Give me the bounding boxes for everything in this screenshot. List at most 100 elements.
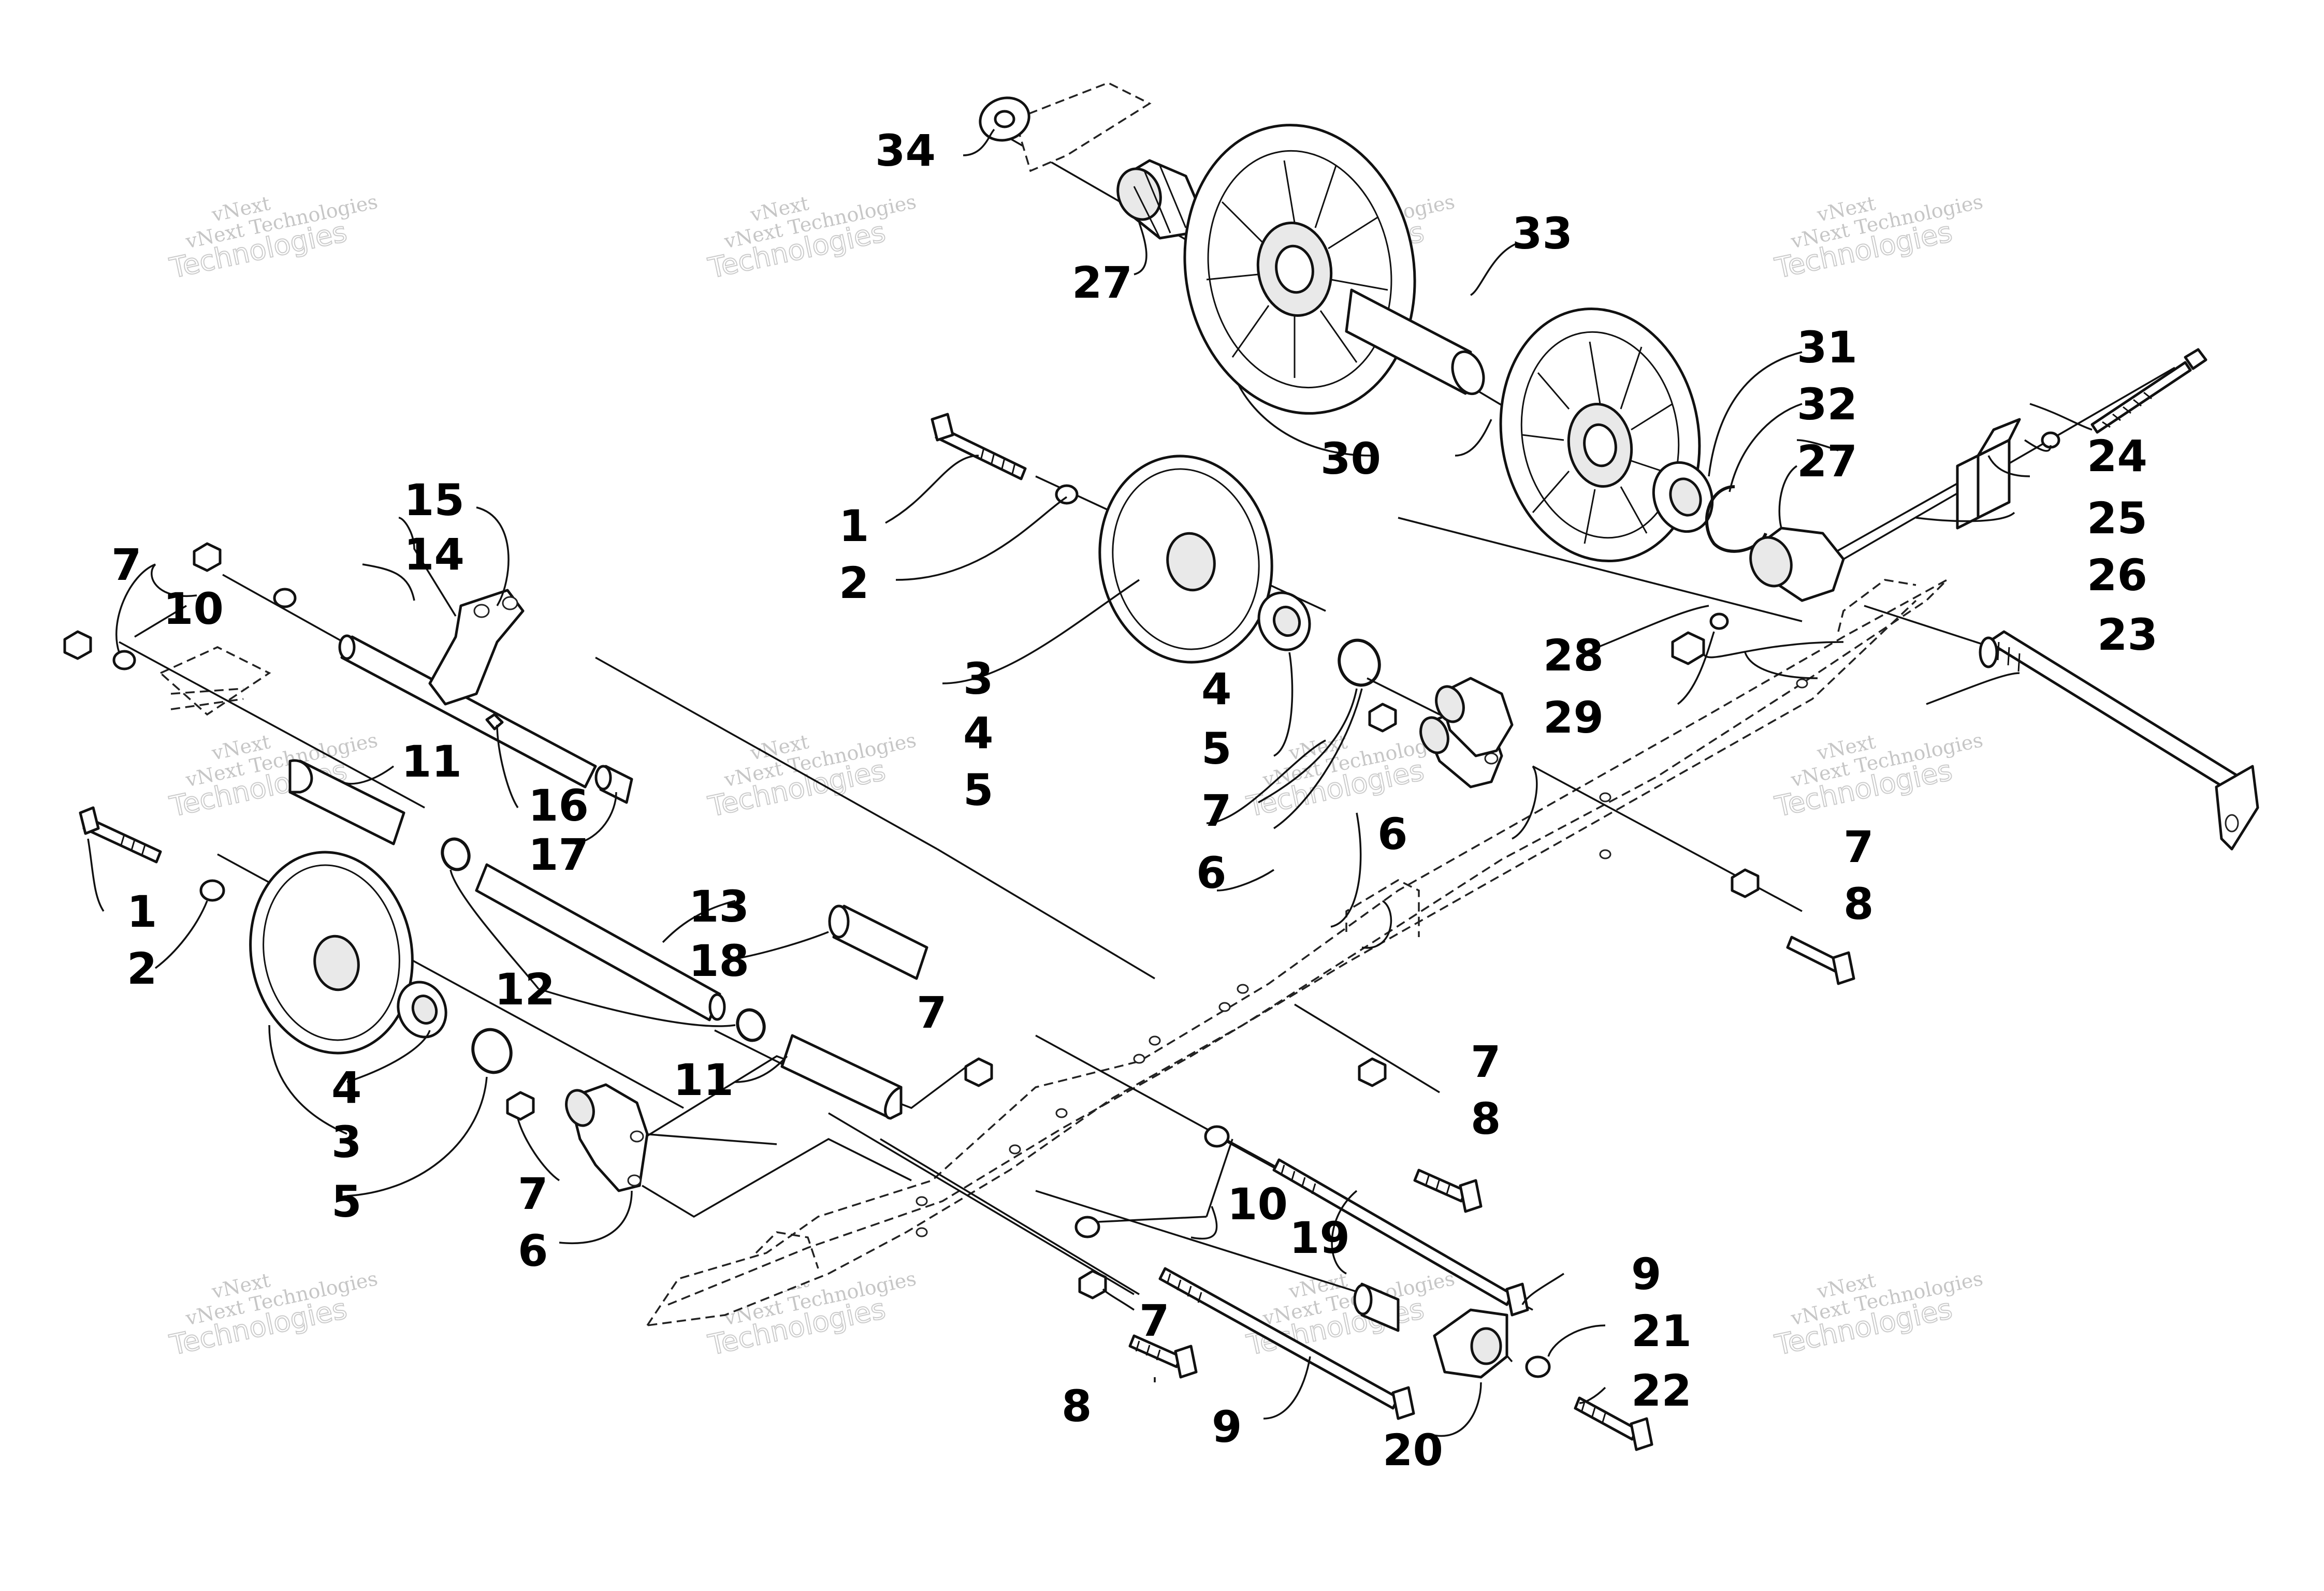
callout-27-top: 27 <box>1072 257 1132 308</box>
bolt-22 <box>1574 1396 1653 1451</box>
wheel-30-rear <box>1499 307 1701 563</box>
bracket-26 <box>1956 418 2021 530</box>
sleeve-17 <box>594 765 633 804</box>
left-assembly <box>63 542 993 1192</box>
washer-25 <box>2041 431 2060 449</box>
callout-1-top: 1 <box>839 501 869 551</box>
hub-27-bottom <box>1749 527 1845 602</box>
callout-1-bottom: 1 <box>127 886 157 937</box>
shaft-14 <box>338 589 597 789</box>
callout-7-center: 7 <box>917 987 947 1038</box>
washer-10-mid <box>1204 1125 1230 1148</box>
shaft-13 <box>475 863 726 1021</box>
callout-24: 24 <box>2087 431 2147 481</box>
callout-33: 33 <box>1512 208 1573 259</box>
callout-15: 15 <box>404 475 464 526</box>
callout-8-right: 8 <box>1843 879 1873 929</box>
watermark: vNext vNext Technologies Technologies <box>1771 1267 1985 1362</box>
middle-wheel-assembly <box>931 413 1855 985</box>
bolt-1-bottom <box>79 806 162 864</box>
bearing-4-top <box>1257 591 1311 651</box>
washer-10-bottom <box>112 650 136 670</box>
callout-22: 22 <box>1631 1365 1692 1416</box>
watermark: vNext vNext Technologies Technologies <box>166 190 380 285</box>
bolt-8-lower <box>1128 1334 1198 1379</box>
washer-2-bottom <box>199 879 225 902</box>
callout-8-lower: 8 <box>1062 1381 1092 1432</box>
wheel-3-bottom <box>249 851 414 1055</box>
callout-7-right: 7 <box>1843 822 1873 872</box>
callout-4-mid: 4 <box>963 708 993 758</box>
callout-30: 30 <box>1320 433 1381 484</box>
washer-10-top <box>273 588 297 608</box>
callout-9-top: 9 <box>1631 1249 1661 1300</box>
bearing-4-bottom <box>397 981 447 1039</box>
axle-23 <box>1979 630 2259 851</box>
callout-5-top: 5 <box>1201 723 1231 774</box>
callout-7-lower: 7 <box>1139 1295 1169 1346</box>
watermark: vNext vNext Technologies Technologies <box>1771 190 1985 285</box>
callout-8-mid: 8 <box>1471 1093 1501 1144</box>
callout-21: 21 <box>1631 1306 1692 1356</box>
nut-29 <box>1671 631 1705 665</box>
watermark: vNext vNext Technologies Technologies <box>705 190 918 285</box>
sleeve-19 <box>1353 1282 1400 1332</box>
wheel-3-top <box>1098 455 1273 664</box>
bearing-31 <box>1652 461 1714 533</box>
callout-34: 34 <box>875 125 936 176</box>
callout-28: 28 <box>1543 630 1604 681</box>
nut-7-left-bottom <box>63 630 92 660</box>
callout-7-top: 7 <box>1201 785 1231 836</box>
washer-2-top <box>1055 484 1079 505</box>
bracket-6-mid <box>1435 677 1514 757</box>
bolt-8-right <box>1786 936 1855 985</box>
bolt-24 <box>2090 348 2207 434</box>
callout-3-top: 3 <box>963 653 993 704</box>
callout-6-top: 6 <box>1377 809 1407 859</box>
ring-5-top <box>1338 638 1381 687</box>
callout-14: 14 <box>404 529 464 580</box>
grease-fitting-16 <box>485 713 504 731</box>
washer-34 <box>979 82 1152 172</box>
callout-16: 16 <box>528 780 589 831</box>
tube-11-bottom <box>780 1034 903 1120</box>
washer-10-lower <box>1074 1216 1100 1238</box>
bracket-6-bottom <box>565 1083 649 1192</box>
upper-idler-assembly <box>979 82 1845 665</box>
callout-25: 25 <box>2087 493 2147 544</box>
callout-31: 31 <box>1797 322 1857 373</box>
watermark: vNext vNext Technologies Technologies <box>166 1267 380 1362</box>
callout-11-top: 11 <box>401 736 462 787</box>
callout-10-mid: 10 <box>1227 1179 1288 1230</box>
callout-9-bottom: 9 <box>1212 1402 1242 1452</box>
nut-7-lower <box>1078 1269 1107 1300</box>
callout-2-top: 2 <box>839 558 869 608</box>
bolt-8-mid <box>1413 1169 1483 1213</box>
callout-6-mid: 6 <box>1196 848 1226 898</box>
callout-20: 20 <box>1383 1425 1443 1476</box>
frame-rail <box>158 579 1948 1327</box>
block-20 <box>1433 1308 1508 1379</box>
callout-19: 19 <box>1289 1213 1350 1263</box>
hub-27-top <box>1116 159 1203 240</box>
callout-5-mid: 5 <box>963 765 993 815</box>
callout-27-bottom: 27 <box>1797 436 1857 487</box>
spacer-33 <box>1345 288 1485 396</box>
callout-2-bottom: 2 <box>127 943 157 994</box>
callout-7-mid: 7 <box>1471 1037 1501 1087</box>
callout-labels: 34 27 33 30 31 32 27 24 25 26 23 28 29 1… <box>111 125 2158 1476</box>
callout-7-lower-left: 7 <box>518 1169 548 1219</box>
callout-23: 23 <box>2097 609 2158 660</box>
nut-7-center <box>964 1057 993 1087</box>
bolt-1-top <box>931 413 1027 480</box>
callout-17: 17 <box>528 829 589 880</box>
washer-28 <box>1709 612 1729 630</box>
tube-18 <box>828 904 928 980</box>
wheel-30-front <box>1183 124 1416 415</box>
nut-7-mid <box>1368 703 1397 733</box>
right-hardware <box>1956 348 2259 851</box>
washer-21 <box>1525 1355 1551 1378</box>
callout-6-bottom: 6 <box>518 1225 548 1276</box>
callout-12: 12 <box>495 964 555 1015</box>
